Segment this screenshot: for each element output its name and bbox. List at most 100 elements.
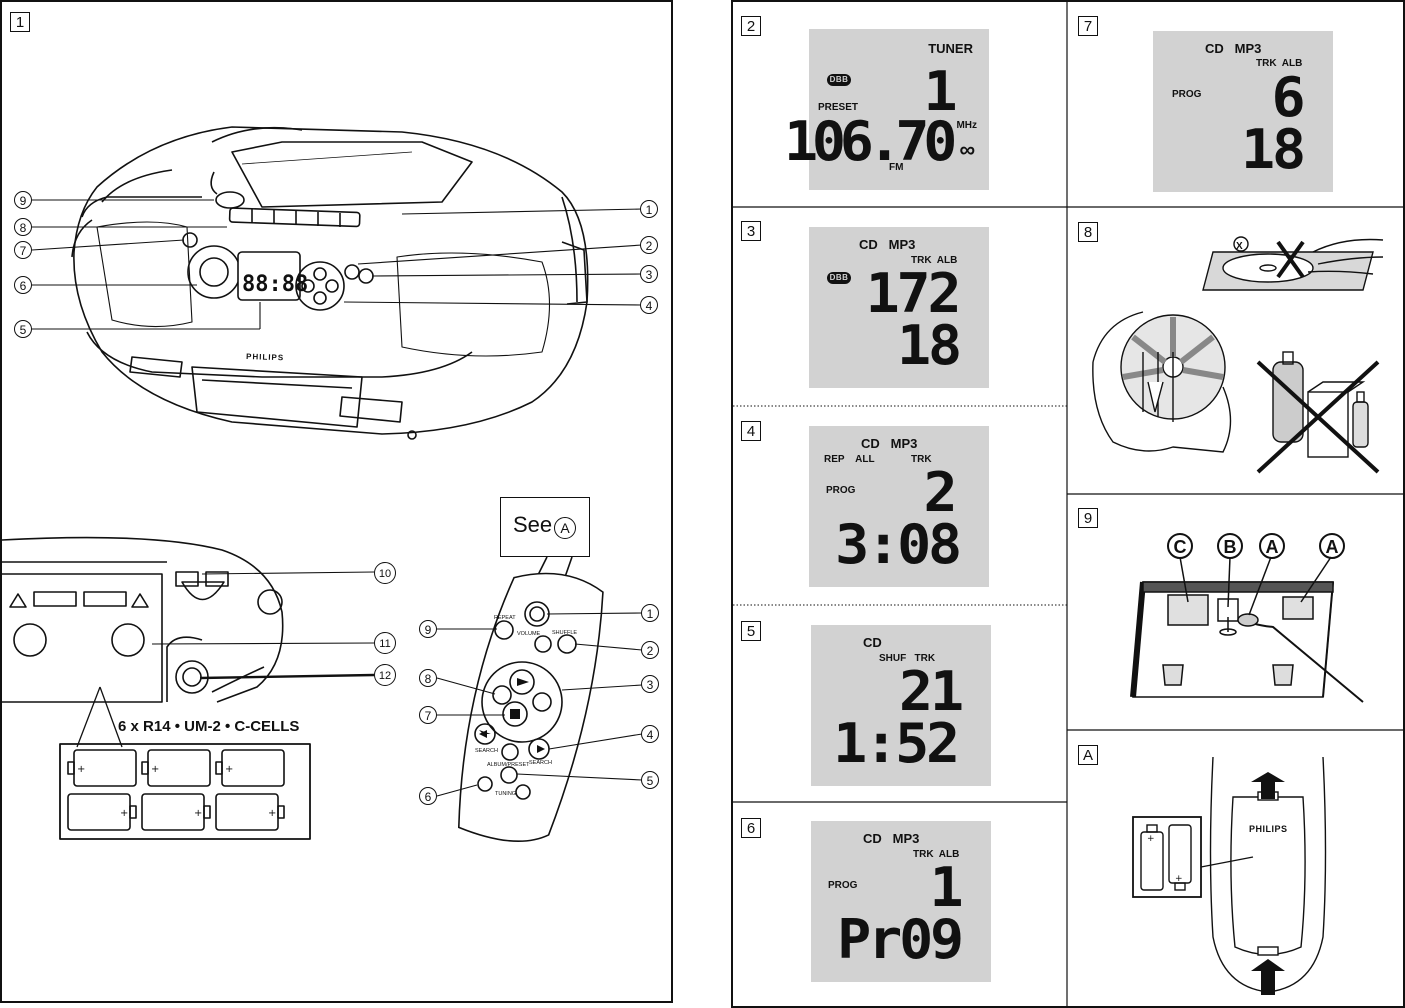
see-text: See: [513, 512, 553, 537]
panel-label-2: 2: [741, 16, 761, 36]
lcd-mode: CD MP3: [861, 436, 918, 451]
left-page: 1: [0, 0, 673, 1003]
lcd-mode: CD: [863, 635, 882, 650]
remote-callout-5: 5: [641, 771, 659, 789]
lcd-row1: 6: [1272, 66, 1306, 129]
lcd-row1: 1: [930, 856, 964, 919]
lcd-row2: 3:08: [835, 513, 962, 576]
lcd-preset-number: 1: [924, 60, 958, 123]
lcd-mode: CD MP3: [863, 831, 920, 846]
part-letter-c: C: [1167, 533, 1193, 559]
part-letter-a2: A: [1319, 533, 1345, 559]
svg-text:PHILIPS: PHILIPS: [246, 352, 284, 362]
lcd-row1: 2: [924, 461, 958, 524]
remote-callout-2: 2: [641, 641, 659, 659]
lcd-mode: CD MP3: [859, 237, 916, 252]
see-reference-box: See A: [500, 497, 590, 557]
disc-care-drawing: X: [1092, 236, 1384, 474]
unit-callout-5: 5: [14, 320, 32, 338]
lcd-trk: TRK: [911, 454, 932, 465]
see-ref-letter: A: [554, 517, 576, 539]
lcd-frequency: 106.70: [783, 110, 957, 173]
svg-text:SHUFFLE: SHUFFLE: [552, 630, 577, 636]
lcd-sub: SHUF TRK: [879, 653, 936, 664]
lcd-sub: TRK ALB: [1256, 58, 1303, 69]
unit-callout-3: 3: [640, 265, 658, 283]
svg-text:SEARCH: SEARCH: [529, 760, 552, 766]
dbb-badge: DBB: [827, 272, 851, 284]
panel-grid: [733, 2, 1403, 1006]
lcd-prog: PROG: [1172, 89, 1202, 100]
battery-compartment-drawing: +++ +++: [2, 536, 375, 840]
lcd-row2: 1:52: [833, 712, 960, 775]
lcd-mode: TUNER: [928, 41, 973, 56]
svg-text:SEARCH: SEARCH: [475, 748, 498, 754]
remote-callout-4: 4: [641, 725, 659, 743]
lcd-row2: Pr09: [837, 908, 964, 971]
svg-text:VOLUME: VOLUME: [517, 631, 541, 637]
lcd-sub: TRK ALB: [911, 255, 958, 266]
panel-label-6: 6: [741, 818, 761, 838]
unit-callout-9: 9: [14, 191, 32, 209]
svg-text:ALBUM/PRESET: ALBUM/PRESET: [487, 762, 530, 768]
remote-callout-1: 1: [641, 604, 659, 622]
svg-text:+: +: [77, 764, 85, 775]
lcd-sub: TRK ALB: [913, 849, 960, 860]
panel-label-7: 7: [1078, 16, 1098, 36]
lcd-preset-label: PRESET: [818, 102, 859, 113]
panel-label-3: 3: [741, 221, 761, 241]
panel-label-4: 4: [741, 421, 761, 441]
svg-text:+: +: [268, 808, 276, 819]
svg-text:+: +: [225, 764, 233, 775]
remote-control-drawing: REPEAT SHUFFLE VOLUME SEARCH SEARCH ALBU…: [436, 556, 643, 842]
remote-callout-6: 6: [419, 787, 437, 805]
remote-callout-3: 3: [641, 675, 659, 693]
lcd-mode: CD MP3: [1205, 41, 1262, 56]
lcd-repeat-all: CD MP3 REP ALL TRK PROG 2 3:08: [809, 426, 989, 587]
panel-label-9: 9: [1078, 508, 1098, 528]
remote-callout-9: 9: [419, 620, 437, 638]
unit-display-digits: 88:88: [242, 272, 308, 297]
unit-callout-4: 4: [640, 296, 658, 314]
lcd-mp3-track: CD MP3 TRK ALB DBB 172 18: [809, 227, 989, 388]
svg-text:X: X: [1236, 241, 1243, 252]
remote-battery-drawing: + + PHILIPS: [1132, 756, 1327, 995]
remote-brand: PHILIPS: [1249, 824, 1288, 834]
svg-text:+: +: [1175, 874, 1183, 884]
lcd-repeat: REP ALL: [824, 454, 875, 465]
dbb-badge: DBB: [827, 74, 851, 86]
lens-cleaning-drawing: [1130, 556, 1364, 703]
svg-text:+: +: [1147, 834, 1155, 844]
right-page: 2 TUNER DBB PRESET 1 106.70 MHz ∞ FM 3 C…: [731, 0, 1405, 1008]
unit-callout-12: 12: [374, 664, 396, 686]
svg-text:+: +: [120, 808, 128, 819]
lcd-row1: 172: [866, 262, 962, 325]
battery-caption: 6 x R14 • UM-2 • C-CELLS: [118, 718, 300, 735]
lcd-shuffle: CD SHUF TRK 21 1:52: [811, 625, 991, 786]
svg-text:+: +: [151, 764, 159, 775]
remote-callout-7: 7: [419, 706, 437, 724]
boombox-drawing: 88:88 PHILIPS: [31, 126, 643, 440]
lcd-row1: 21: [899, 660, 964, 723]
unit-callout-2: 2: [640, 236, 658, 254]
unit-callout-10: 10: [374, 562, 396, 584]
stereo-icon: ∞: [959, 137, 975, 162]
unit-callout-8: 8: [14, 218, 32, 236]
lcd-program: CD MP3 TRK ALB PROG 1 Pr09: [811, 821, 991, 982]
panel-label-8: 8: [1078, 222, 1098, 242]
unit-callout-11: 11: [374, 632, 396, 654]
lcd-prog: PROG: [828, 880, 858, 891]
lcd-row2: 18: [1241, 118, 1306, 181]
lcd-row2: 18: [897, 314, 962, 377]
lcd-prog-mp3: CD MP3 TRK ALB PROG 6 18: [1153, 31, 1333, 192]
panel-label-5: 5: [741, 621, 761, 641]
lcd-unit: MHz: [956, 120, 977, 131]
panel-label-a: A: [1078, 745, 1098, 765]
lcd-band: FM: [889, 162, 904, 173]
lcd-prog: PROG: [826, 485, 856, 496]
unit-callout-7: 7: [14, 241, 32, 259]
unit-callout-6: 6: [14, 276, 32, 294]
svg-text:TUNING: TUNING: [495, 791, 516, 797]
unit-callout-1: 1: [640, 200, 658, 218]
part-letter-b: B: [1217, 533, 1243, 559]
